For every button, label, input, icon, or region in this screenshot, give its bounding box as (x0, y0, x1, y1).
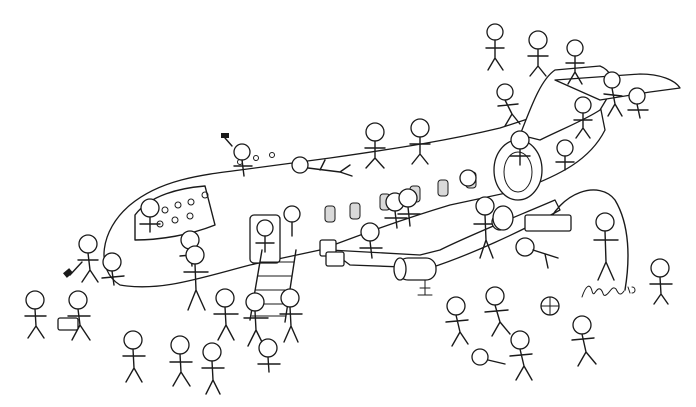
worker-on-fuselage-top-1 (364, 122, 386, 169)
worker-carrying-bottom-3 (201, 342, 225, 395)
worker-on-fuselage-top-4 (555, 139, 575, 171)
worker-standing-wing (473, 196, 499, 259)
worker-lying-top (291, 156, 353, 177)
hammer-icon (63, 261, 83, 278)
worker-carrying-bottom-1 (122, 330, 146, 383)
worker-at-window (459, 169, 477, 187)
artist-signature (581, 285, 636, 298)
worker-holding-ladder-3 (243, 292, 269, 347)
airplane (103, 65, 681, 323)
worker-on-tail-3 (565, 39, 585, 85)
worker-with-hammer-top (221, 133, 253, 177)
worker-on-fuselage-top-3 (509, 130, 531, 166)
cockpit-outline (134, 185, 216, 241)
tent-shelter (544, 189, 629, 291)
worker-running-2 (484, 286, 511, 337)
worker-running-3 (509, 330, 533, 381)
worker-at-ladder-bottom (257, 338, 281, 373)
worker-running-1 (445, 296, 469, 347)
worker-carrying-bottom-2 (169, 335, 193, 387)
worker-with-toolbox-1 (24, 290, 47, 339)
wing (329, 199, 561, 269)
worker-under-wing-1 (359, 222, 383, 259)
worker-under-wing-3 (397, 188, 421, 227)
worker-in-cabin-door (255, 219, 275, 253)
worker-on-tail-2 (527, 30, 549, 77)
worker-running-4 (571, 315, 597, 367)
worker-holding-ladder-1 (183, 245, 209, 311)
worker-on-tail-5 (627, 87, 649, 119)
worker-holding-ladder-4 (279, 288, 303, 343)
engine (393, 257, 437, 296)
worker-with-toolbox-2 (57, 290, 91, 341)
worker-on-tail-4 (603, 71, 623, 117)
bench-tent (524, 214, 572, 232)
crowd-of-workers (24, 23, 673, 395)
worker-far-right (649, 258, 673, 305)
worker-sliding-tail (496, 83, 521, 127)
worker-holding-ladder-2 (213, 288, 239, 341)
worker-at-nose-left (77, 234, 99, 283)
horizontal-stabilizer (554, 73, 681, 101)
worker-resting-tent (515, 237, 559, 269)
paint-buckets (319, 239, 345, 267)
worker-near-tail-engine (573, 96, 593, 139)
ball (540, 296, 560, 316)
worker-on-tail-1 (485, 23, 505, 71)
worker-in-window (283, 205, 301, 237)
worker-on-fuselage-top-2 (409, 118, 431, 165)
worker-hammering-nose (101, 252, 125, 286)
worker-with-shield (491, 205, 514, 231)
boarding-ladder (249, 249, 297, 323)
professor-at-tent (593, 212, 619, 281)
worker-on-nose (139, 198, 161, 233)
worker-on-ground-center (471, 348, 506, 366)
